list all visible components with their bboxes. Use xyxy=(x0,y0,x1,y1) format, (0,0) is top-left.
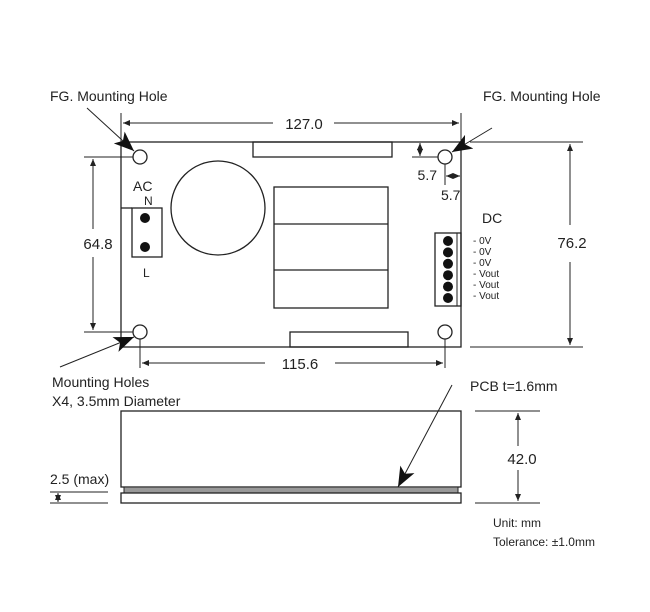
dim-length-label: 127.0 xyxy=(285,116,323,133)
callout-mounting-holes: Mounting Holes X4, 3.5mm Diameter xyxy=(52,336,181,409)
pcb-strip xyxy=(123,486,459,494)
dc-pin-label: - 0V xyxy=(473,236,492,247)
dc-pin-label: - 0V xyxy=(473,258,492,269)
side-view xyxy=(120,410,462,504)
top-component xyxy=(252,141,393,158)
dim-hole-offset-y-label: 5.7 xyxy=(418,167,438,183)
dim-hole-spacing-x-label: 115.6 xyxy=(282,356,318,373)
dc-pin-label: - Vout xyxy=(473,291,499,302)
dc-pin-label: - 0V xyxy=(473,247,492,258)
dc-terminal: DC - 0V - 0V - 0V - Vout - Vout - Vout xyxy=(434,210,502,307)
dimension-hole-spacing-y: 64.8 xyxy=(83,156,133,333)
ac-label: AC xyxy=(133,178,152,194)
mounting-holes-label: Mounting Holes xyxy=(52,374,149,390)
dimension-standoff: 2.5 (max) xyxy=(50,471,109,504)
dim-standoff-label: 2.5 (max) xyxy=(50,471,109,487)
dim-hole-spacing-y-label: 64.8 xyxy=(83,236,112,253)
ac-l-label: L xyxy=(143,266,150,280)
dc-pin-label: - Vout xyxy=(473,280,499,291)
capacitor xyxy=(170,160,266,256)
dim-hole-offset-x-label: 5.7 xyxy=(441,187,461,203)
dim-height-label: 42.0 xyxy=(507,451,536,468)
transformer xyxy=(273,186,389,309)
bottom-component xyxy=(289,331,409,348)
unit-note: Unit: mm xyxy=(493,516,541,530)
mounting-hole-bl xyxy=(132,324,148,340)
dimension-hole-offset: 5.7 5.7 xyxy=(412,143,461,203)
dc-pin-label: - Vout xyxy=(473,269,499,280)
fg-left-label: FG. Mounting Hole xyxy=(50,88,168,104)
dc-label: DC xyxy=(482,210,502,226)
dimension-width: 76.2 xyxy=(470,141,587,348)
callout-pcb: PCB t=1.6mm xyxy=(397,378,558,488)
mounting-hole-tl xyxy=(132,149,148,165)
dimension-hole-spacing-x: 115.6 xyxy=(139,339,446,373)
callout-fg-left: FG. Mounting Hole xyxy=(50,88,168,152)
tolerance-note: Tolerance: ±1.0mm xyxy=(493,535,595,549)
side-base xyxy=(120,492,462,504)
callout-fg-right: FG. Mounting Hole xyxy=(451,88,601,153)
side-body xyxy=(120,410,462,488)
pcb-thickness-label: PCB t=1.6mm xyxy=(470,378,558,394)
dim-width-label: 76.2 xyxy=(557,235,586,252)
ac-n-label: N xyxy=(144,194,153,208)
dimension-length: 127.0 xyxy=(120,113,462,142)
pcb-outline xyxy=(120,141,462,348)
ac-terminal: AC N L xyxy=(121,178,163,280)
mounting-hole-br xyxy=(437,324,453,340)
mounting-holes-diameter-label: X4, 3.5mm Diameter xyxy=(52,393,181,409)
dimension-height: 42.0 xyxy=(475,410,540,504)
fg-right-label: FG. Mounting Hole xyxy=(483,88,601,104)
mounting-hole-tr xyxy=(437,149,453,165)
